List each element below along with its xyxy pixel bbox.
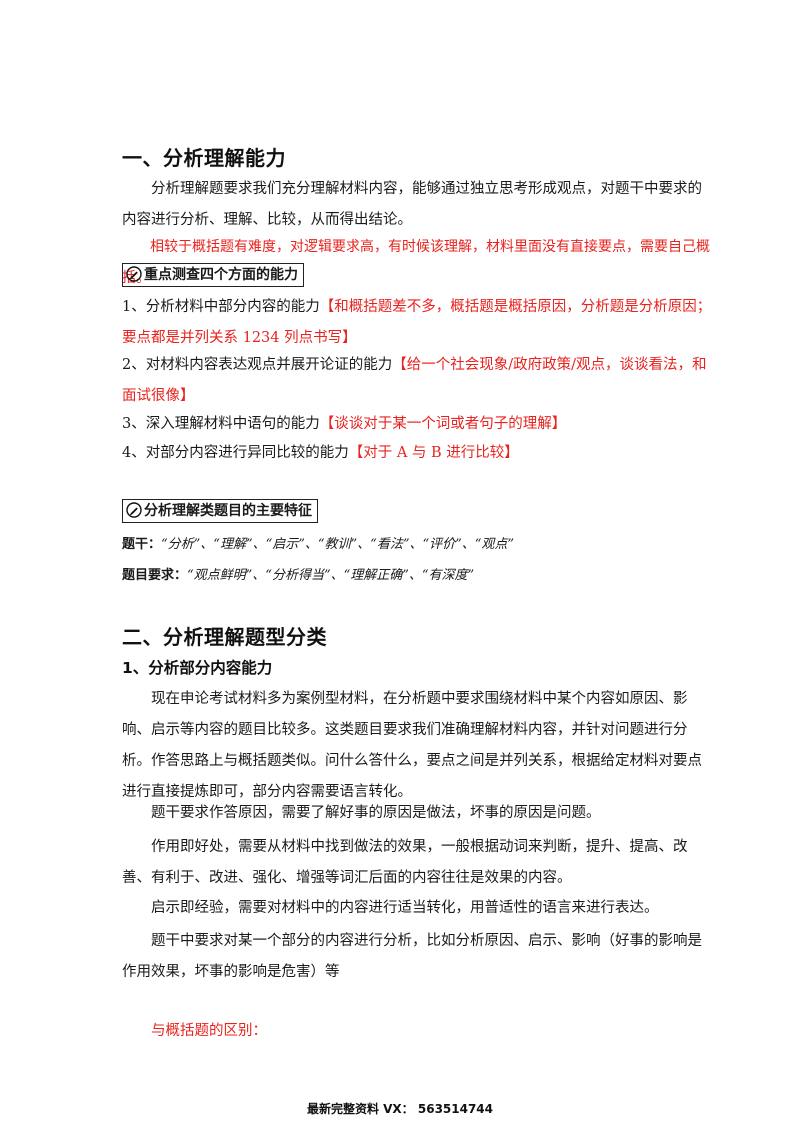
section1-note: 相较于概括题有难度，对逻辑要求高，有时候该理解，材料里面没有直接要点，需要自己概… xyxy=(122,239,710,286)
ability-item-2-note: 【给一个社会现象/政府政策/观点，谈谈看法，和面试很像】 xyxy=(122,357,707,404)
ability-item-4-text: 4、对部分内容进行异同比较的能力 xyxy=(122,445,349,461)
section2-title: 二、分析理解题型分类 xyxy=(122,625,327,649)
ability-item-1-note: 【和概括题差不多，概括题是概括原因，分析题是分析原因；要点都是并列关系 1234… xyxy=(122,299,712,346)
section2-paragraph-5: 题干中要求对某一个部分的内容进行分析，比如分析原因、启示、影响（好事的影响是作用… xyxy=(122,933,702,980)
features-heading: 分析理解类题目的主要特征 xyxy=(144,503,312,519)
section2-paragraph-1: 现在申论考试材料多为案例型材料，在分析题中要求围绕材料中某个内容如原因、影响、启… xyxy=(122,691,702,800)
ability-item-4-note: 【对于 A 与 B 进行比较】 xyxy=(348,445,519,461)
difference-note: 与概括题的区别： xyxy=(151,1023,267,1039)
ability-item-1: 1、分析材料中部分内容的能力【和概括题差不多，概括题是概括原因，分析题是分析原因… xyxy=(122,292,712,354)
abilities-heading: 重点测查四个方面的能力 xyxy=(144,267,298,283)
stem-label: 题干： xyxy=(122,537,162,552)
section1-title: 一、分析理解能力 xyxy=(122,146,286,170)
pencil-icon xyxy=(126,266,142,282)
section2-paragraph-2: 题干要求作答原因，需要了解好事的原因是做法，坏事的原因是问题。 xyxy=(151,805,601,821)
section2-subtitle: 1、分析部分内容能力 xyxy=(122,659,273,677)
section2-paragraph-3: 作用即好处，需要从材料中找到做法的效果，一般根据动词来判断，提升、提高、改善、有… xyxy=(122,839,688,886)
stem-value: “分析”、“理解”、“启示”、“教训”、“看法”、“评价”、“观点” xyxy=(161,537,515,552)
features-heading-box: 分析理解类题目的主要特征 xyxy=(122,499,318,523)
section1-intro: 分析理解题要求我们充分理解材料内容，能够通过独立思考形成观点，对题干中要求的内容… xyxy=(122,181,702,228)
section2-paragraph-4: 启示即经验，需要对材料中的内容进行适当转化，用普适性的语言来进行表达。 xyxy=(151,900,659,916)
requirement-label: 题目要求： xyxy=(122,568,188,583)
ability-item-3-note: 【谈谈对于某一个词或者句子的理解】 xyxy=(319,416,567,432)
requirement-value: “观点鲜明”、“分析得当”、“理解正确”、“有深度” xyxy=(187,568,475,583)
ability-item-2-text: 2、对材料内容表达观点并展开论证的能力 xyxy=(122,357,393,373)
stem-keywords: 题干：“分析”、“理解”、“启示”、“教训”、“看法”、“评价”、“观点” xyxy=(122,533,514,552)
ability-item-2: 2、对材料内容表达观点并展开论证的能力【给一个社会现象/政府政策/观点，谈谈看法… xyxy=(122,350,712,412)
ability-item-3: 3、深入理解材料中语句的能力【谈谈对于某一个词或者句子的理解】 xyxy=(122,409,712,440)
footer-contact: 最新完整资料 VX： 563514744 xyxy=(306,1102,494,1116)
abilities-heading-box: 重点测查四个方面的能力 xyxy=(122,263,304,287)
requirement-keywords: 题目要求：“观点鲜明”、“分析得当”、“理解正确”、“有深度” xyxy=(122,564,474,583)
ability-item-3-text: 3、深入理解材料中语句的能力 xyxy=(122,416,320,432)
pencil-icon xyxy=(126,502,142,518)
ability-item-1-text: 1、分析材料中部分内容的能力 xyxy=(122,299,320,315)
ability-item-4: 4、对部分内容进行异同比较的能力【对于 A 与 B 进行比较】 xyxy=(122,438,712,469)
